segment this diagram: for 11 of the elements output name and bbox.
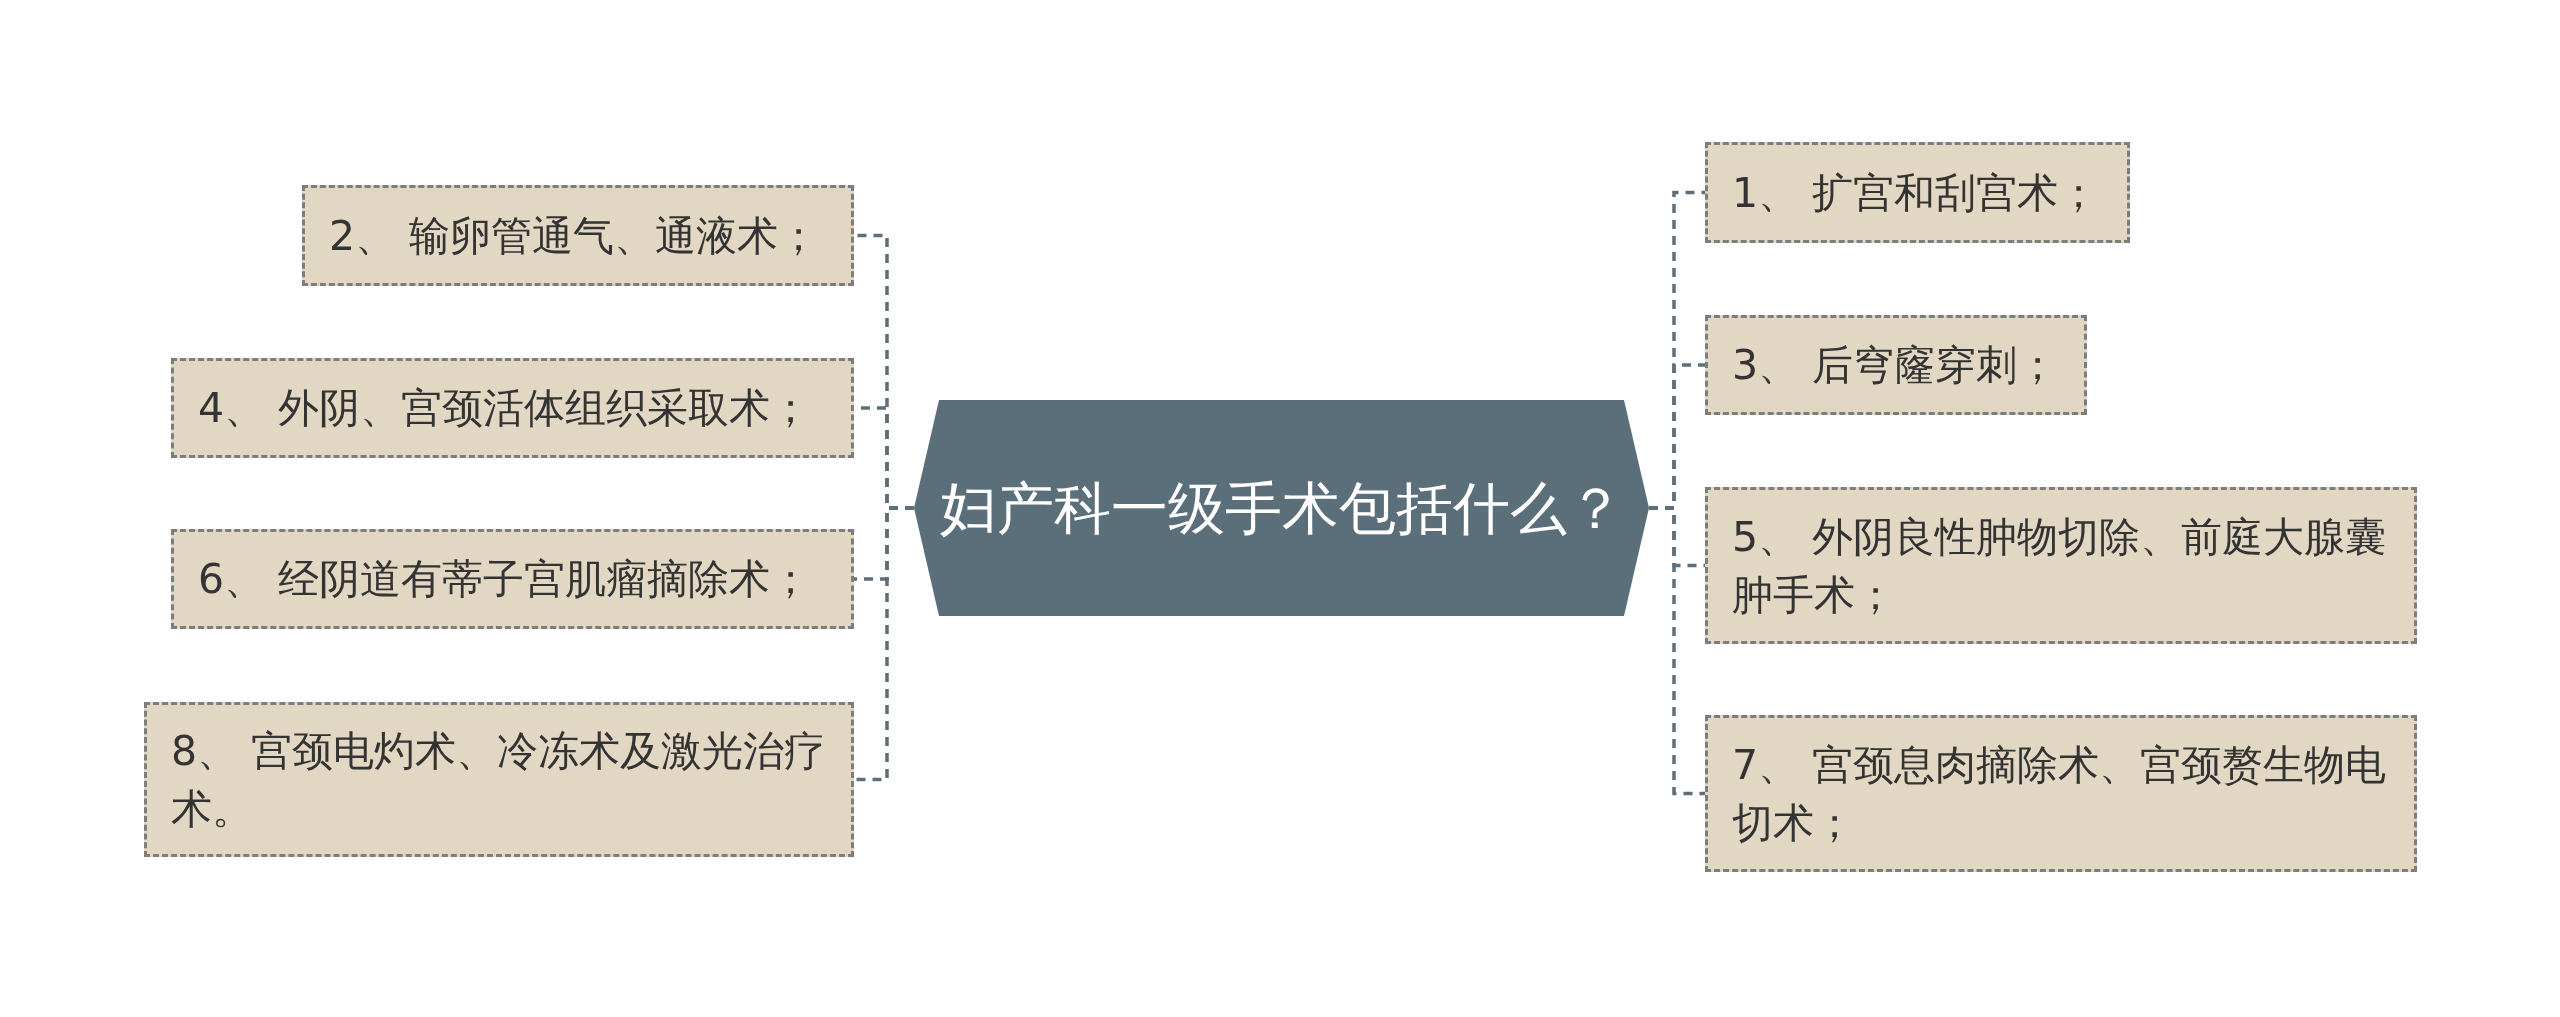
topic-hexagon: 妇产科一级手术包括什么？ — [914, 400, 1649, 616]
topic-box: 2、 输卵管通气、通液术； — [302, 185, 854, 286]
topic-box: 8、 宫颈电灼术、冷冻术及激光治疗术。 — [144, 702, 854, 857]
topic-box: 1、 扩宫和刮宫术； — [1705, 142, 2130, 243]
connector-line — [1649, 506, 1705, 796]
topic-box: 7、 宫颈息肉摘除术、宫颈赘生物电切术； — [1705, 715, 2417, 872]
topic-box: 6、 经阴道有蒂子宫肌瘤摘除术； — [171, 529, 854, 629]
topic-box: 3、 后穹窿穿刺； — [1705, 315, 2087, 415]
topic-box: 4、 外阴、宫颈活体组织采取术； — [171, 358, 854, 458]
connector-line — [854, 506, 914, 782]
topic-box: 5、 外阴良性肿物切除、前庭大腺囊肿手术； — [1705, 487, 2417, 644]
